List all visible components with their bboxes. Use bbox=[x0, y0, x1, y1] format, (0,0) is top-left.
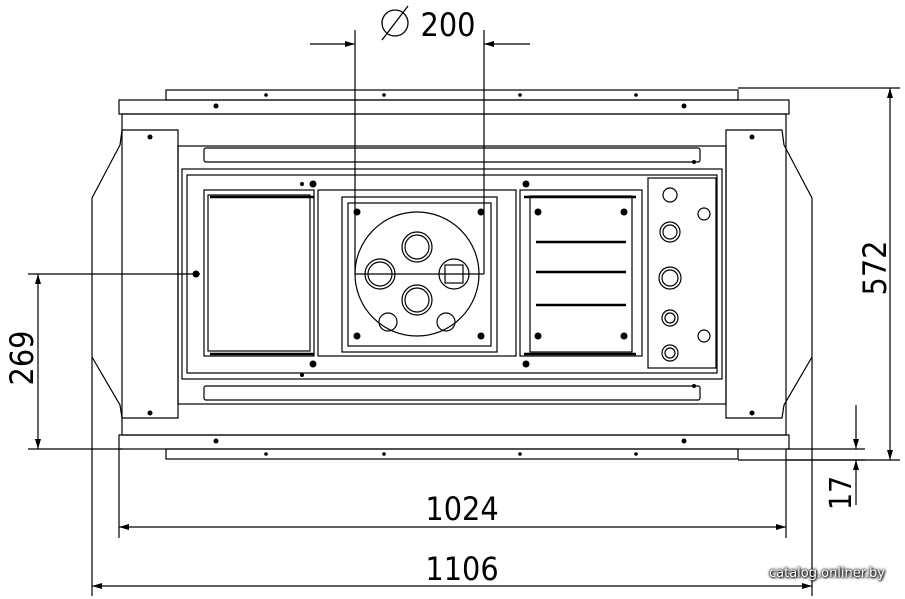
diameter-label: 200 bbox=[421, 6, 476, 44]
lower-slot bbox=[203, 385, 701, 401]
right-wing bbox=[725, 129, 813, 419]
dimension-lines bbox=[28, 30, 900, 596]
left-filter-cell bbox=[203, 189, 315, 357]
center-compartment bbox=[317, 189, 517, 357]
top-frame-bar bbox=[165, 89, 739, 101]
fan-port-top bbox=[401, 231, 433, 263]
filter-louvres bbox=[210, 195, 636, 356]
fan-port-small bbox=[436, 312, 456, 332]
left-filter-inner bbox=[207, 194, 311, 352]
port-panel bbox=[647, 177, 717, 369]
dimension-labels: 200 572 269 17 1024 1106 bbox=[3, 5, 894, 588]
outer-width-label: 1106 bbox=[425, 550, 498, 588]
offset-label: 17 bbox=[824, 476, 859, 510]
fan-port-bottom bbox=[401, 284, 433, 316]
fan-plate-inner bbox=[347, 202, 492, 347]
bottom-rail bbox=[118, 434, 790, 450]
fan-plate bbox=[341, 196, 498, 353]
upper-slot bbox=[203, 147, 701, 163]
watermark: catalog.onliner.by bbox=[768, 566, 885, 581]
center-height-label: 269 bbox=[3, 331, 41, 386]
right-filter-cell bbox=[519, 189, 643, 357]
top-rail bbox=[118, 99, 790, 115]
bottom-frame-bar bbox=[165, 448, 739, 460]
diameter-symbol-icon bbox=[381, 9, 409, 37]
fan-port-small bbox=[378, 312, 398, 332]
total-height-label: 572 bbox=[856, 241, 894, 296]
left-wing bbox=[91, 129, 179, 419]
right-filter-inner bbox=[529, 195, 633, 353]
inner-width-label: 1024 bbox=[425, 490, 498, 528]
inner-frame bbox=[177, 145, 727, 405]
